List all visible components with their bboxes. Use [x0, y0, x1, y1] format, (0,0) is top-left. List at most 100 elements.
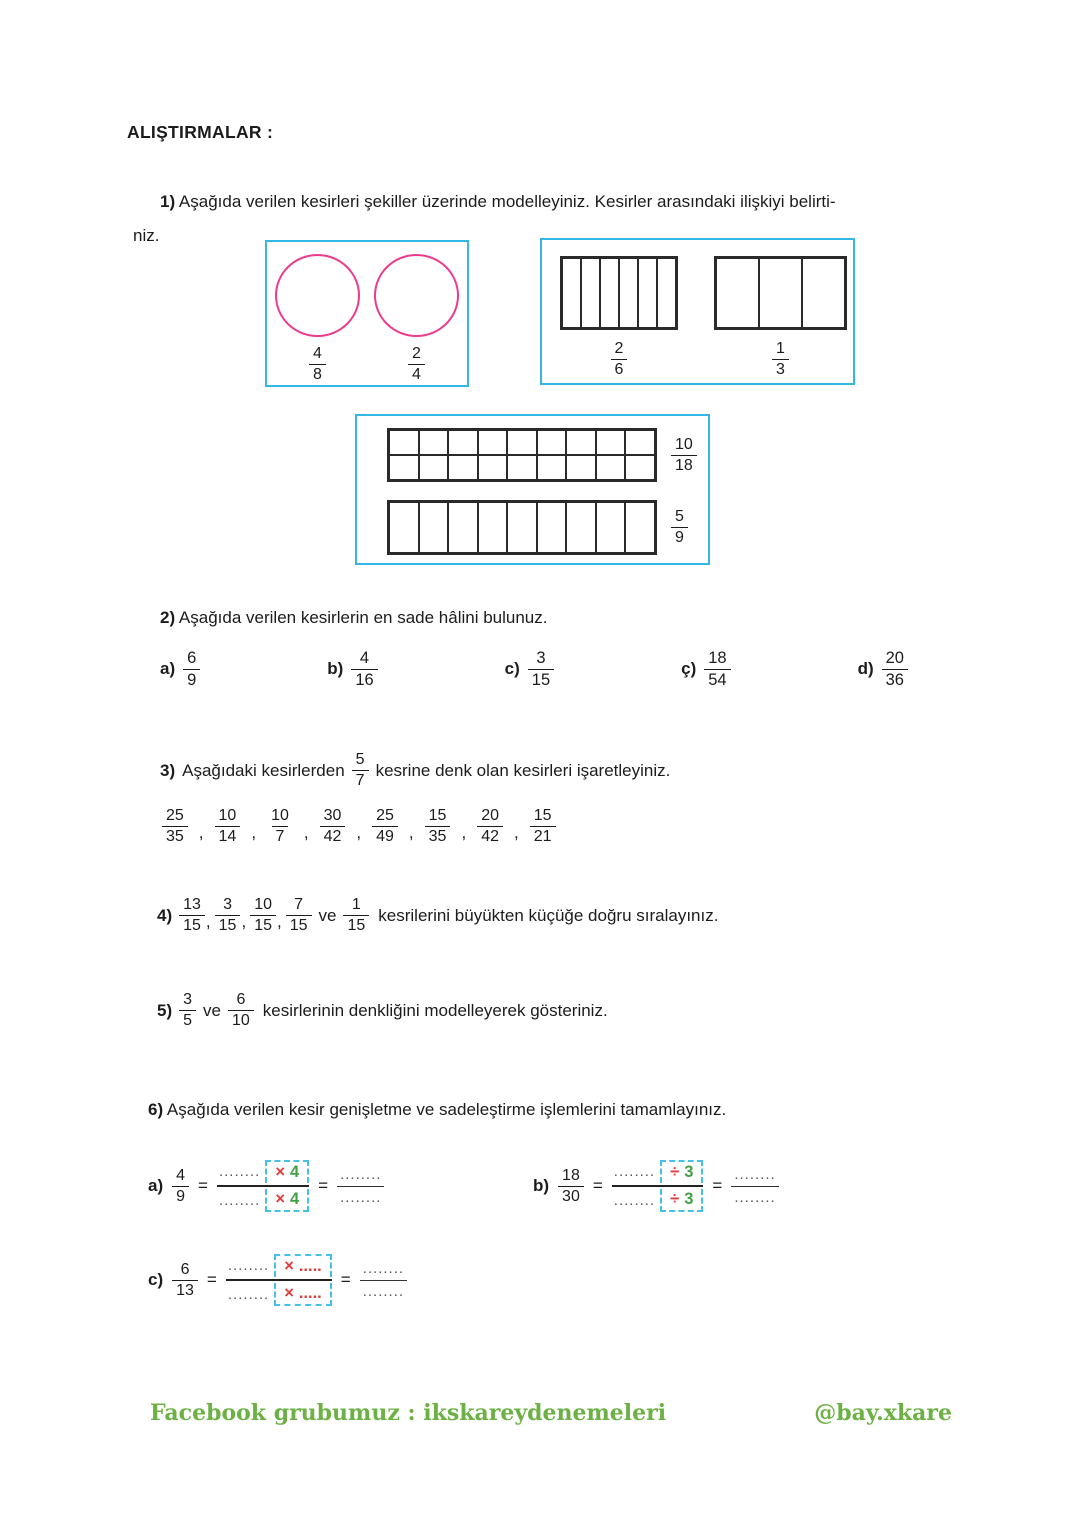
divide-sign: ÷ — [670, 1190, 680, 1208]
numerator: 30 — [323, 807, 342, 824]
blank-dots: ........ — [227, 1256, 270, 1274]
circle-model-box: 4 8 2 4 — [265, 240, 469, 387]
item-label: c) — [148, 1270, 164, 1289]
fraction: 5 9 — [671, 507, 688, 548]
denominator: 5 — [179, 1010, 197, 1031]
model-cell — [566, 430, 596, 455]
page-title: ALIŞTIRMALAR : — [127, 122, 274, 142]
expansion-numerator-row: ........ × ..... — [226, 1252, 332, 1279]
fraction: 2 6 — [610, 339, 628, 380]
model-cell — [507, 455, 537, 480]
denominator: 54 — [704, 668, 731, 691]
numerator: 7 — [294, 896, 304, 913]
multiply-sign: × — [275, 1163, 285, 1181]
question-4-instruction: kesrilerini büyükten küçüğe doğru sırala… — [378, 905, 719, 925]
equals-sign: = — [592, 1176, 603, 1195]
multiply-sign: × — [284, 1284, 294, 1302]
separator: , — [205, 911, 211, 931]
model-cell — [566, 455, 596, 480]
denominator: 49 — [372, 826, 398, 847]
question-2-number: 2) — [160, 608, 176, 627]
denominator: 6 — [610, 359, 628, 380]
numerator: 10 — [254, 896, 272, 913]
reference-fraction: 5 7 — [351, 750, 369, 791]
denominator: 15 — [214, 915, 241, 936]
strip-grid — [560, 256, 678, 330]
numerator: 20 — [885, 649, 904, 667]
model-cell — [448, 502, 478, 553]
model-cell — [595, 502, 626, 553]
circle-shape — [374, 254, 459, 337]
question-3-text: 3) Aşağıdaki kesirlerden 5 7 kesrine den… — [160, 750, 670, 791]
strip-model-2: 1 3 — [714, 256, 847, 383]
blank-dots: ........ — [218, 1162, 261, 1180]
operation-value: 4 — [289, 1163, 300, 1181]
numerator: 18 — [562, 1166, 580, 1184]
denominator: 35 — [162, 826, 188, 847]
numerator: 1 — [776, 340, 785, 357]
equals-sign: = — [318, 1176, 329, 1195]
numerator: 5 — [355, 751, 365, 768]
equals-sign: = — [206, 1270, 217, 1289]
operation-value-blank: ..... — [298, 1284, 322, 1302]
model-cell — [477, 502, 508, 553]
footer-handle: @bay.xkare — [814, 1400, 952, 1426]
grid-model-box: 10 18 5 9 — [355, 414, 710, 565]
question-5-instruction: kesirlerinin denkliğini modelleyerek gös… — [262, 1000, 608, 1020]
model-cell — [600, 258, 619, 328]
expansion-denominator-row: ........ × ..... — [225, 1279, 332, 1308]
fraction: 6 9 — [183, 648, 201, 690]
equals-sign: = — [712, 1176, 723, 1195]
item-label: ç) — [681, 659, 697, 679]
operation-box-top: ÷ 3 — [660, 1160, 704, 1183]
model-cell — [389, 430, 419, 455]
operation-value: 4 — [289, 1190, 300, 1208]
denominator: 7 — [271, 826, 289, 847]
fraction: 2 4 — [408, 344, 425, 385]
expansion-denominator-row: ........ × 4 — [216, 1185, 310, 1214]
fraction-item-d: d) 20 36 — [858, 648, 908, 690]
simplify-denominator-row: ........ ÷ 3 — [611, 1185, 704, 1214]
circle-model-1: 4 8 — [275, 254, 360, 385]
model-cell — [566, 502, 596, 553]
result-numerator-blank: ........ — [340, 1166, 382, 1183]
model-cell — [581, 258, 600, 328]
numerator: 6 — [180, 1260, 190, 1278]
denominator: 18 — [671, 454, 697, 476]
expansion-fraction: ........ × 4 ........ × 4 — [216, 1158, 310, 1214]
denominator: 30 — [558, 1185, 584, 1207]
denominator: 8 — [309, 364, 326, 385]
denominator: 15 — [285, 915, 312, 936]
result-fraction: ........ ........ — [359, 1258, 408, 1302]
model-cell — [448, 430, 478, 455]
model-cell — [477, 455, 508, 480]
separator: , — [303, 822, 309, 842]
model-cell — [657, 258, 676, 328]
question-6-instruction: Aşağıda verilen kesir genişletme ve sade… — [166, 1100, 727, 1119]
circle-model-2: 2 4 — [374, 254, 459, 385]
numerator: 3 — [183, 991, 193, 1008]
item-label: d) — [857, 659, 874, 679]
numerator: 25 — [376, 807, 394, 824]
multiply-sign: × — [275, 1190, 285, 1208]
denominator: 15 — [179, 915, 205, 936]
model-cell — [477, 430, 508, 455]
model-cell — [536, 502, 567, 553]
fraction-item-b: b) 4 16 — [327, 648, 378, 690]
separator: , — [513, 822, 519, 842]
denominator: 9 — [172, 1185, 190, 1207]
multiply-sign: × — [284, 1257, 294, 1275]
model-cell — [625, 455, 655, 480]
strip-model-box: 2 6 1 3 — [540, 238, 855, 385]
footer-facebook-group: Facebook grubumuz : ikskareydenemeleri — [150, 1400, 667, 1426]
separator: , — [241, 911, 247, 931]
